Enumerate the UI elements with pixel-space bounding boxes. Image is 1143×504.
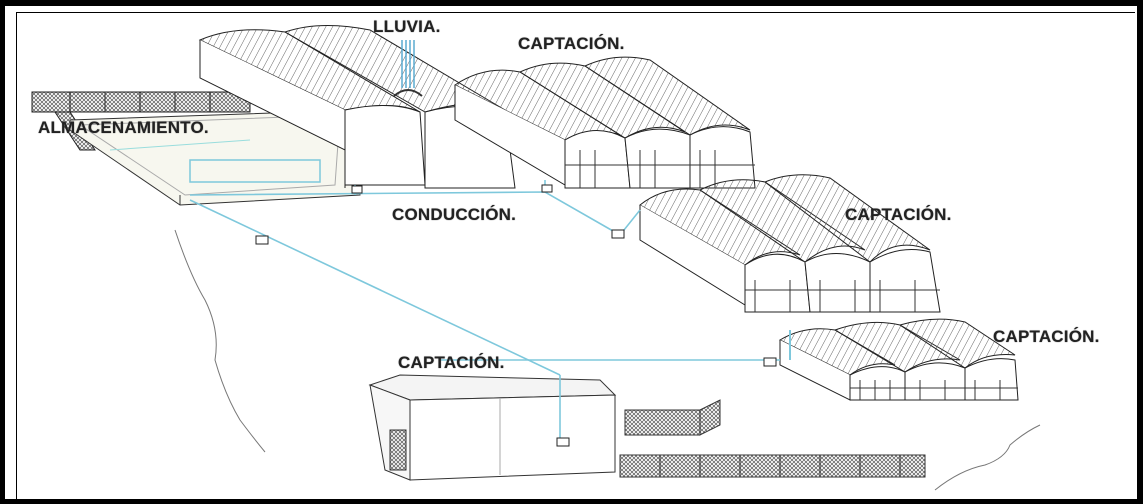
label-captacion-bottom: CAPTACIÓN.	[398, 353, 505, 372]
greenhouse-group-top-left	[198, 25, 516, 189]
diagram-border	[16, 12, 1135, 499]
fence-bottom	[619, 399, 926, 478]
label-almacenamiento: ALMACENAMIENTO.	[38, 118, 209, 137]
greenhouse-group-middle-right	[639, 174, 941, 313]
rain-symbol	[393, 40, 423, 97]
bottom-building	[368, 374, 617, 481]
label-captacion-far-right: CAPTACIÓN.	[993, 327, 1100, 346]
label-lluvia: LLUVIA.	[373, 17, 441, 36]
label-conduccion: CONDUCCIÓN.	[392, 205, 517, 224]
junction-boxes	[255, 184, 777, 447]
label-captacion-top: CAPTACIÓN.	[518, 34, 625, 53]
terrain-lines	[174, 229, 1041, 491]
greenhouse-group-top-right	[454, 56, 756, 189]
greenhouse-group-far-right	[778, 318, 1019, 401]
label-captacion-right: CAPTACIÓN.	[845, 205, 952, 224]
